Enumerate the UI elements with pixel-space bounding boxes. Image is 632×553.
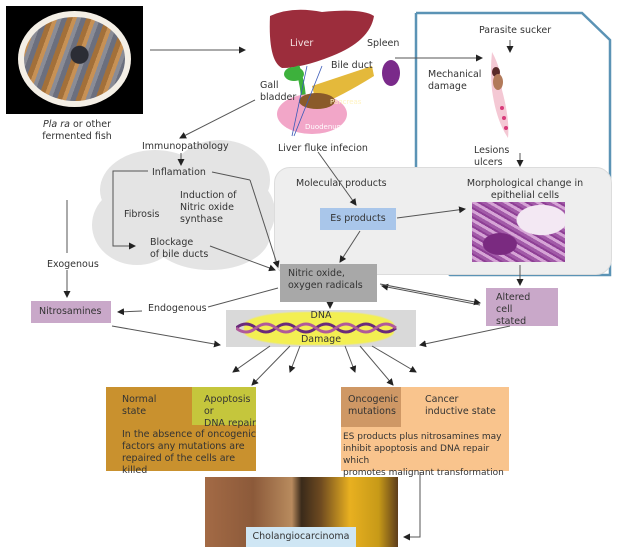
normal-desc-2: factors any mutations are bbox=[122, 441, 245, 452]
exogenous-label: Exogenous bbox=[47, 259, 99, 270]
arrow-to-immuno bbox=[179, 99, 256, 139]
liver-anatomy-image bbox=[269, 9, 374, 137]
caption-italic: Pla ra bbox=[42, 119, 70, 130]
parasite-sucker-label: Parasite sucker bbox=[479, 25, 552, 36]
dna-damage-box: DNA Damage bbox=[226, 310, 416, 347]
gall-bladder-label: Gall bladder bbox=[260, 80, 296, 104]
cancer-inductive-label: Cancer inductive state bbox=[425, 394, 496, 418]
damage-label: Damage bbox=[300, 334, 342, 345]
apoptosis-box bbox=[192, 387, 256, 425]
dna-helix-icon bbox=[236, 322, 397, 334]
arrow-cancer-chol bbox=[403, 472, 421, 541]
endogenous-label: Endogenous bbox=[148, 303, 207, 314]
cancer-description: ES products plus nitrosamines may inhibi… bbox=[343, 431, 509, 479]
cancer-desc-3: promotes malignant transformation bbox=[343, 468, 504, 478]
arrow-dna-6 bbox=[371, 345, 417, 373]
blockage-line2: of bile ducts bbox=[150, 249, 209, 260]
apoptosis-line1: Apoptosis or bbox=[204, 394, 251, 417]
altered-line2: stated bbox=[496, 316, 527, 327]
spleen-image bbox=[382, 60, 400, 86]
arrow-dna-5 bbox=[359, 345, 394, 386]
altered-cell-box: Altered cell stated bbox=[486, 288, 558, 327]
arrow-dna-3 bbox=[288, 345, 301, 373]
immunopathology-label: Immunopathology bbox=[142, 141, 229, 152]
normal-desc-3: repaired of the cells are killed bbox=[122, 453, 236, 476]
blockage-line1: Blockage bbox=[150, 237, 194, 248]
mechanical-line2: damage bbox=[428, 81, 467, 92]
arrow-altered-nitric bbox=[381, 283, 481, 306]
source-caption: Pla ra or other fermented fish bbox=[12, 119, 142, 143]
nitric-line1: Nitric oxide, bbox=[288, 268, 345, 279]
cancer-state-box: Oncogenic mutations Cancer inductive sta… bbox=[341, 387, 509, 478]
nitric-oxide-box: Nitric oxide, oxygen radicals bbox=[280, 264, 377, 302]
blockage-label: Blockage of bile ducts bbox=[150, 237, 208, 261]
normal-desc-1: In the absence of oncogenic bbox=[122, 429, 257, 440]
lesions-line2: ulcers bbox=[474, 157, 503, 168]
cancer-desc-1: ES products plus nitrosamines may bbox=[343, 432, 502, 442]
mechanical-line1: Mechanical bbox=[428, 69, 482, 80]
arrow-altered-dna bbox=[419, 325, 511, 348]
cholangiocarcinoma-box: Cholangiocarcinoma bbox=[246, 527, 356, 547]
nitrosamines-box: Nitrosamines bbox=[31, 301, 111, 323]
liver-fluke-image bbox=[491, 52, 509, 138]
arrow-dna-1 bbox=[232, 345, 271, 373]
lesions-label: Lesions ulcers bbox=[474, 145, 509, 169]
molecular-products-label: Molecular products bbox=[296, 178, 387, 189]
normal-description: In the absence of oncogenic factors any … bbox=[122, 429, 256, 477]
induction-label: Induction of Nitric oxide synthase bbox=[180, 190, 236, 226]
onco-line2: mutations bbox=[348, 406, 396, 417]
altered-line1: Altered cell bbox=[496, 292, 531, 315]
nitric-line2: oxygen radicals bbox=[288, 280, 363, 291]
caption-rest: or other bbox=[69, 119, 111, 130]
inflammation-label: Inflamation bbox=[152, 167, 206, 178]
liver-label: Liver bbox=[290, 38, 314, 49]
line-nitric-endo bbox=[207, 287, 279, 308]
morph-line1: Morphological change in bbox=[466, 178, 584, 189]
oncogenic-label: Oncogenic mutations bbox=[348, 394, 398, 418]
dna-label: DNA bbox=[310, 310, 332, 321]
spleen-label: Spleen bbox=[367, 38, 400, 49]
morph-line2: epithelial cells bbox=[490, 190, 560, 201]
normal-line1: Normal bbox=[122, 394, 157, 405]
cancer-line1: Cancer bbox=[425, 394, 459, 405]
histology-image bbox=[472, 202, 565, 262]
gall-label-1: Gall bbox=[260, 80, 279, 91]
induction-line2: Nitric oxide bbox=[180, 202, 234, 213]
apoptosis-line2: DNA repair bbox=[204, 418, 256, 429]
normal-state-label: Normal state bbox=[122, 394, 156, 418]
normal-line2: state bbox=[122, 406, 147, 417]
normal-state-box: Normal state Apoptosis or DNA repair In … bbox=[106, 387, 256, 476]
pancreas-label: Pancreas bbox=[330, 98, 362, 106]
arrow-dna-4 bbox=[344, 345, 357, 373]
infection-label: Liver fluke infecion bbox=[278, 143, 368, 154]
arrow-nitric-altered bbox=[379, 283, 481, 306]
duodenum-label: Duodenum bbox=[305, 123, 344, 131]
arrow-endogenous bbox=[117, 308, 143, 316]
bile-duct-label: Bile duct bbox=[331, 60, 373, 71]
morphological-label: Morphological change in epithelial cells bbox=[455, 178, 595, 202]
induction-line1: Induction of bbox=[180, 190, 237, 201]
lesions-line1: Lesions bbox=[474, 145, 510, 156]
arrow-dna-2 bbox=[251, 345, 291, 386]
es-products-box: Es products bbox=[320, 208, 396, 230]
fibrosis-label: Fibrosis bbox=[124, 209, 160, 220]
apoptosis-label: Apoptosis or DNA repair bbox=[204, 394, 256, 430]
oncogenic-box bbox=[341, 387, 401, 427]
caption-line2: fermented fish bbox=[42, 131, 112, 142]
onco-line1: Oncogenic bbox=[348, 394, 399, 405]
arrow-nitros-dna bbox=[111, 325, 221, 348]
cancer-desc-2: inhibit apoptosis and DNA repair which bbox=[343, 444, 490, 466]
induction-line3: synthase bbox=[180, 214, 223, 225]
mechanical-damage-label: Mechanical damage bbox=[428, 69, 481, 93]
cancer-line2: inductive state bbox=[425, 406, 496, 417]
fermented-fish-image bbox=[6, 6, 143, 114]
gall-label-2: bladder bbox=[260, 92, 297, 103]
